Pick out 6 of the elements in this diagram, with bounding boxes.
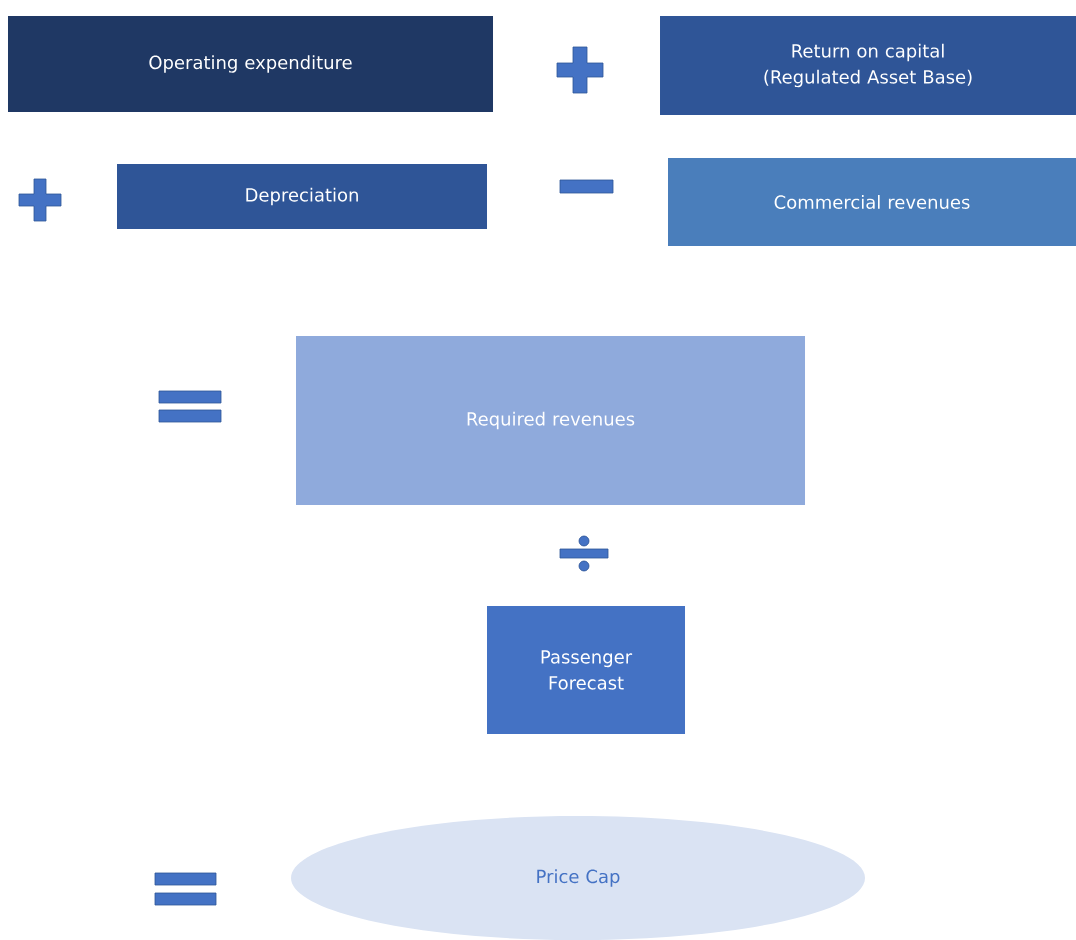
text-box: Passenger Forecast [487, 606, 685, 734]
text-box: Operating expenditure [8, 16, 493, 112]
text-box: Commercial revenues [668, 158, 1076, 246]
text-box: Return on capital (Regulated Asset Base) [660, 16, 1076, 115]
text-box: Depreciation [117, 164, 487, 229]
text-box: Required revenues [296, 336, 805, 505]
